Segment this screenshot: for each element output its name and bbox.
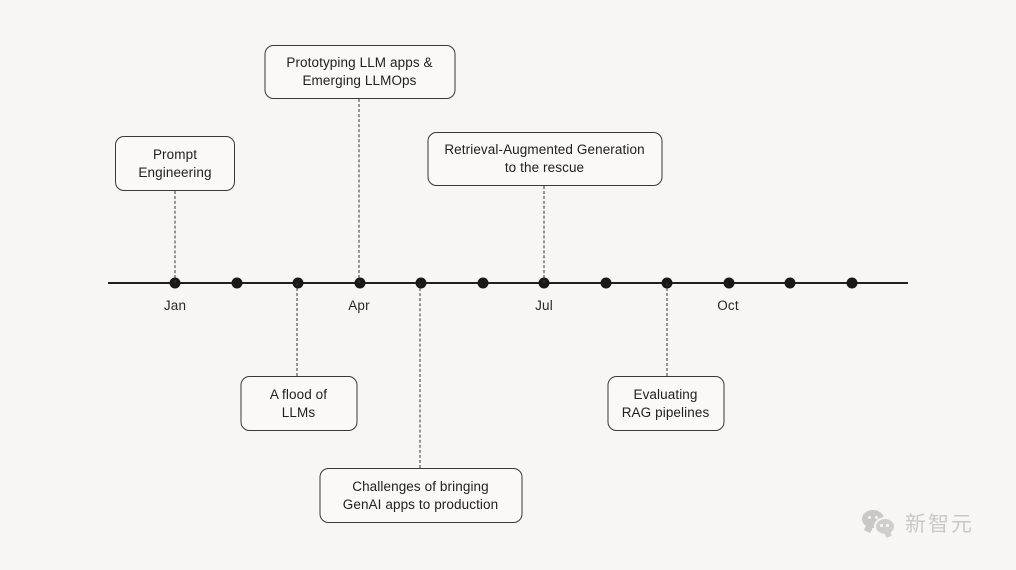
- timeline-dot: [477, 277, 488, 289]
- event-label-retrieval-augmented-generation: Retrieval-Augmented Generation to the re…: [444, 142, 645, 175]
- timeline-dot: [600, 277, 611, 289]
- event-label-prototyping-llm-apps: Prototyping LLM apps & Emerging LLMOps: [286, 55, 433, 88]
- connector-retrieval-augmented-generation: [543, 186, 545, 283]
- month-label-oct: Oct: [717, 298, 739, 313]
- timeline-dot: [415, 277, 427, 289]
- event-box-retrieval-augmented-generation[interactable]: Retrieval-Augmented Generation to the re…: [427, 132, 662, 186]
- connector-evaluating-rag-pipelines: [666, 283, 668, 376]
- timeline-dot: [538, 277, 550, 289]
- event-box-prompt-engineering[interactable]: Prompt Engineering: [115, 136, 235, 191]
- timeline-dot: [846, 277, 857, 289]
- event-box-evaluating-rag-pipelines[interactable]: Evaluating RAG pipelines: [607, 376, 724, 431]
- timeline-dot: [292, 277, 304, 289]
- watermark: 新智元: [862, 508, 974, 538]
- event-box-prototyping-llm-apps[interactable]: Prototyping LLM apps & Emerging LLMOps: [264, 45, 455, 99]
- month-label-apr: Apr: [348, 298, 370, 313]
- event-label-prompt-engineering: Prompt Engineering: [138, 146, 212, 180]
- event-label-challenges-genai-production: Challenges of bringing GenAI apps to pro…: [342, 478, 499, 512]
- timeline-dot: [169, 277, 181, 289]
- timeline-dot: [354, 277, 365, 289]
- timeline-dot: [231, 277, 242, 289]
- month-label-jul: Jul: [535, 298, 553, 313]
- connector-prototyping-llm-apps: [358, 99, 360, 283]
- month-label-jan: Jan: [163, 298, 187, 313]
- connector-prompt-engineering: [174, 191, 176, 283]
- timeline-dot: [784, 277, 796, 289]
- event-box-flood-of-llms[interactable]: A flood of LLMs: [240, 376, 357, 431]
- event-label-evaluating-rag-pipelines: Evaluating RAG pipelines: [621, 386, 710, 420]
- timeline-axis: [108, 282, 908, 284]
- timeline-dot: [723, 277, 734, 289]
- watermark-text: 新智元: [905, 513, 974, 536]
- connector-flood-of-llms: [296, 283, 298, 376]
- event-label-flood-of-llms: A flood of LLMs: [269, 386, 328, 420]
- connector-challenges-genai-production: [419, 283, 421, 468]
- event-box-challenges-genai-production[interactable]: Challenges of bringing GenAI apps to pro…: [319, 468, 522, 523]
- wechat-icon: [862, 509, 896, 537]
